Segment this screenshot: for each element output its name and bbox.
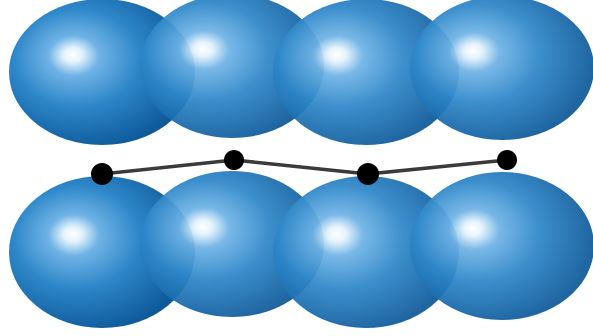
chain-atom-3 (357, 163, 379, 185)
bottom-sphere-4 (410, 172, 593, 320)
top-sphere-row (9, 0, 593, 145)
bottom-sphere-2 (140, 171, 324, 317)
chain-atom-4 (497, 150, 517, 170)
chain-atom-2 (224, 150, 244, 170)
chain-atom-1 (91, 163, 113, 185)
chain-bonds (101, 158, 508, 176)
bottom-sphere-row (9, 171, 593, 328)
top-sphere-3 (273, 0, 459, 145)
atom-chain (91, 150, 517, 185)
bottom-sphere-3 (273, 176, 459, 328)
top-sphere-4 (410, 0, 593, 140)
top-sphere-2 (140, 0, 324, 138)
